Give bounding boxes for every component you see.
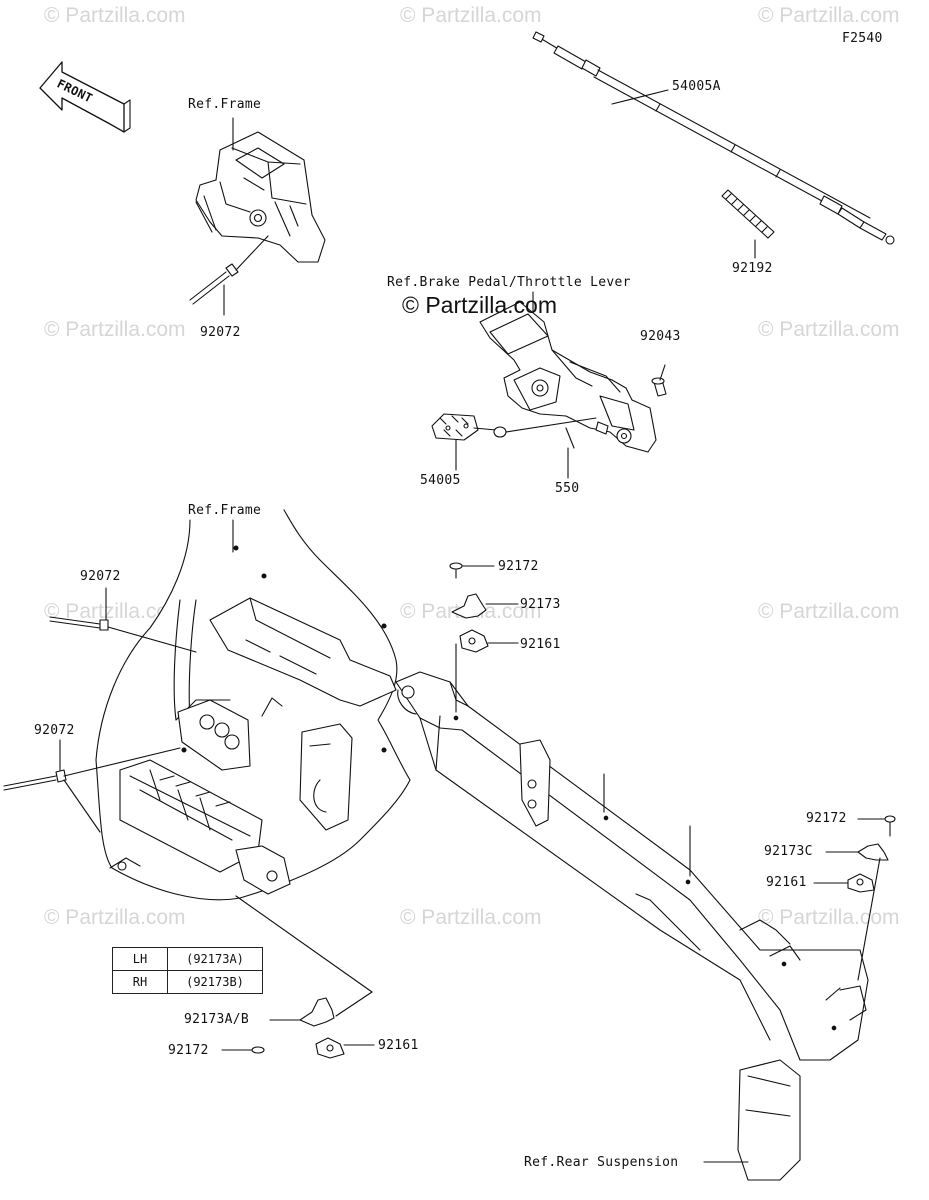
clamp-92072-left1 bbox=[49, 587, 197, 653]
part-label-92161-right[interactable]: 92161 bbox=[766, 875, 807, 890]
clamp-stack-right bbox=[813, 815, 896, 981]
part-label-92173AB[interactable]: 92173A/B bbox=[184, 1012, 250, 1027]
clamp-92072-top bbox=[189, 235, 269, 316]
bracket-54005 bbox=[431, 413, 597, 471]
watermark: © Partzilla.com bbox=[44, 600, 186, 623]
watermark: © Partzilla.com bbox=[44, 906, 186, 929]
spring-92192 bbox=[721, 189, 775, 239]
part-label-92173-mid[interactable]: 92173 bbox=[520, 597, 561, 612]
leader-92173AB bbox=[235, 895, 373, 993]
watermark: © Partzilla.com bbox=[44, 4, 186, 27]
table-row: LH (92173A) bbox=[112, 947, 263, 971]
watermark: © Partzilla.com bbox=[400, 906, 542, 929]
watermark: © Partzilla.com bbox=[758, 4, 900, 27]
ref-frame-lower-label: Ref.Frame bbox=[188, 503, 262, 518]
part-label-54005[interactable]: 54005 bbox=[420, 473, 461, 488]
part-label-92043[interactable]: 92043 bbox=[640, 329, 681, 344]
part-label-92172-mid[interactable]: 92172 bbox=[498, 559, 539, 574]
ref-rear-suspension-label: Ref.Rear Suspension bbox=[524, 1155, 679, 1170]
ref-frame-top-label: Ref.Frame bbox=[188, 97, 262, 112]
part-label-92173C[interactable]: 92173C bbox=[764, 844, 813, 859]
watermark: © Partzilla.com bbox=[758, 906, 900, 929]
front-arrow-icon bbox=[39, 61, 131, 133]
pin-92043 bbox=[651, 364, 667, 397]
table-cell-part: (92173A) bbox=[167, 947, 263, 971]
part-label-92172-low[interactable]: 92172 bbox=[168, 1043, 209, 1058]
table-cell-part: (92173B) bbox=[167, 970, 263, 994]
table-cell-side: LH bbox=[112, 947, 168, 971]
part-label-92072-left2[interactable]: 92072 bbox=[34, 723, 75, 738]
rear-frame-rail bbox=[395, 643, 869, 1181]
cable-54005A bbox=[532, 31, 895, 245]
part-label-92161-low[interactable]: 92161 bbox=[378, 1038, 419, 1053]
watermark: © Partzilla.com bbox=[44, 318, 186, 341]
part-label-550[interactable]: 550 bbox=[555, 481, 580, 496]
part-label-92072-left1[interactable]: 92072 bbox=[80, 569, 121, 584]
part-label-54005A[interactable]: 54005A bbox=[672, 79, 721, 94]
ref-brake-pedal-label: Ref.Brake Pedal/Throttle Lever bbox=[387, 275, 631, 290]
pin-550 bbox=[565, 427, 575, 479]
clamp-stack-low bbox=[221, 997, 375, 1059]
frame-lower bbox=[95, 509, 411, 901]
part-label-92072-top[interactable]: 92072 bbox=[200, 325, 241, 340]
watermark: © Partzilla.com bbox=[400, 4, 542, 27]
center-watermark: © Partzilla.com bbox=[402, 292, 557, 318]
brake-pedal-assembly bbox=[479, 291, 657, 453]
clamp-92072-left2 bbox=[3, 739, 181, 833]
frame-detail-top bbox=[195, 117, 326, 263]
leader-54005A bbox=[611, 89, 669, 105]
part-label-92161-mid[interactable]: 92161 bbox=[520, 637, 561, 652]
lh-rh-table: LH (92173A) RH (92173B) bbox=[112, 947, 263, 994]
clamp-stack-mid bbox=[449, 562, 519, 653]
part-label-92172-right[interactable]: 92172 bbox=[806, 811, 847, 826]
watermark: © Partzilla.com bbox=[758, 600, 900, 623]
figure-code: F2540 bbox=[842, 31, 883, 46]
part-label-92192[interactable]: 92192 bbox=[732, 261, 773, 276]
table-cell-side: RH bbox=[112, 970, 168, 994]
table-row: RH (92173B) bbox=[112, 970, 263, 994]
watermark: © Partzilla.com bbox=[758, 318, 900, 341]
